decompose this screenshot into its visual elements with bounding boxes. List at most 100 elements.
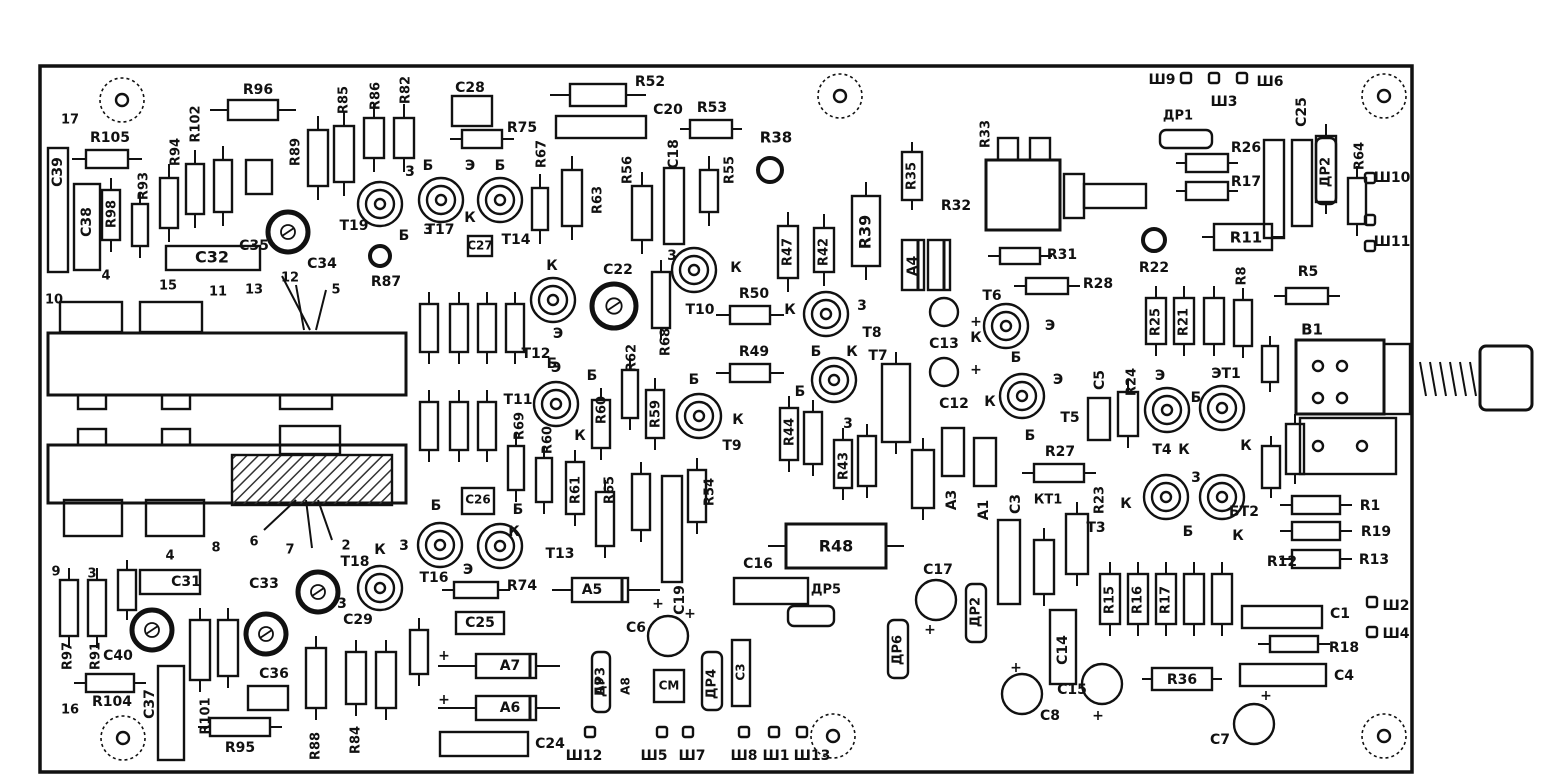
resistor-r101 bbox=[188, 618, 212, 682]
connector-pad bbox=[1363, 171, 1377, 185]
resistor-r6 bbox=[1182, 572, 1206, 626]
switch-contact bbox=[1311, 439, 1325, 453]
resistor-label-r16: R16 bbox=[1131, 586, 1146, 614]
diode-label-a7: A7 bbox=[500, 658, 521, 674]
pin-label: Б bbox=[431, 498, 442, 514]
resistor-r56 bbox=[630, 184, 654, 242]
resistor-label-r55: R55 bbox=[723, 156, 738, 184]
label-c33: C33 bbox=[249, 576, 279, 592]
hatched-block bbox=[230, 453, 394, 507]
resistor-r50 bbox=[728, 304, 772, 326]
potentiometer-bushing bbox=[1062, 172, 1086, 220]
connector-label-sh8: Ш8 bbox=[730, 748, 757, 764]
resistor-r40 bbox=[856, 434, 878, 488]
resistor-label-r56: R56 bbox=[621, 156, 636, 184]
resistor-r105 bbox=[84, 148, 130, 170]
pin-label: 17 bbox=[61, 113, 79, 128]
label-c29: C29 bbox=[343, 612, 373, 628]
capacitor-c39 bbox=[46, 146, 70, 274]
capacitor-label-c32: C32 bbox=[195, 248, 229, 267]
capacitor-label-c1: C1 bbox=[1330, 606, 1350, 622]
resistor-r62 bbox=[620, 368, 640, 420]
capacitor-label-c16: C16 bbox=[743, 556, 773, 572]
pin-label: 3 bbox=[667, 248, 677, 264]
resistor-label-r19: R19 bbox=[1361, 524, 1391, 540]
trimmer-r38 bbox=[756, 156, 784, 184]
connector-pad bbox=[1365, 595, 1379, 609]
pin-label: К bbox=[1240, 438, 1252, 454]
transistor-ring bbox=[484, 184, 516, 216]
transistor-ring bbox=[678, 254, 710, 286]
resistor-label-r59: R59 bbox=[649, 400, 664, 428]
resistor-r45 bbox=[1032, 538, 1056, 596]
resistor-r60 bbox=[534, 456, 554, 504]
transistor-pad bbox=[819, 307, 833, 321]
resistor-r74 bbox=[452, 580, 500, 600]
diode-label-a6: A6 bbox=[500, 700, 521, 716]
capacitor-label-c3: C3 bbox=[734, 663, 748, 680]
electrolytic-c17 bbox=[914, 578, 958, 622]
resistor-r61 bbox=[564, 460, 586, 516]
resistor-r69 bbox=[506, 444, 526, 492]
mounting-hole-center bbox=[114, 92, 130, 108]
resistor-r16 bbox=[1126, 572, 1150, 626]
coil-can bbox=[144, 498, 206, 538]
module-lead bbox=[317, 499, 333, 541]
pin-label: К bbox=[464, 210, 476, 226]
pin-label: 12 bbox=[281, 271, 299, 286]
pin-label: Б bbox=[1191, 390, 1202, 406]
resistor-r48 bbox=[784, 522, 888, 570]
pin-label: Б bbox=[513, 502, 524, 518]
resistor-label-r98: R98 bbox=[105, 200, 120, 228]
label-a1: A1 bbox=[976, 500, 992, 521]
resistor-r79 bbox=[418, 302, 440, 354]
pin-label: К bbox=[970, 330, 982, 346]
transistor-label-t17: T17 bbox=[425, 222, 454, 238]
switch-b2-body bbox=[1298, 416, 1398, 476]
capacitor-label-c6: C6 bbox=[626, 620, 646, 636]
resistor-r85 bbox=[332, 124, 356, 184]
resistor-label-r8: R8 bbox=[1235, 266, 1250, 285]
transistor-t18 bbox=[356, 564, 404, 612]
resistor-label-r94: R94 bbox=[169, 138, 184, 166]
resistor-r29 bbox=[910, 448, 936, 510]
transistor-pad bbox=[433, 538, 447, 552]
pin-label: Э bbox=[551, 360, 561, 376]
resistor-r52 bbox=[568, 82, 628, 108]
transistor-label-t8: T8 bbox=[862, 325, 881, 341]
choke-label-dr4: ДР4 bbox=[705, 669, 720, 699]
resistor-r97 bbox=[58, 578, 80, 638]
transformer-body bbox=[76, 427, 108, 447]
connector-label-sh12: Ш12 bbox=[566, 748, 603, 764]
transistor-pad bbox=[373, 197, 387, 211]
trimmer-slot bbox=[145, 625, 159, 635]
pin-label: 3 bbox=[337, 596, 347, 612]
resistor-label-r50: R50 bbox=[739, 286, 770, 302]
transistor-t16 bbox=[416, 521, 464, 569]
resistor-r98 bbox=[100, 188, 122, 242]
transistor-pad bbox=[493, 539, 507, 553]
mounting-hole-circle-dot-icon bbox=[810, 713, 856, 759]
transistor-t19 bbox=[356, 180, 404, 228]
resistor-label-r96: R96 bbox=[243, 82, 273, 98]
pin-label: Б bbox=[1011, 350, 1022, 366]
resistor-label-r53: R53 bbox=[697, 100, 727, 116]
diode-label-a5: A5 bbox=[582, 582, 603, 598]
capacitor-c18 bbox=[662, 166, 686, 246]
resistor-label-r91: R91 bbox=[89, 642, 104, 670]
transistor-ring bbox=[424, 529, 456, 561]
resistor-label-r75: R75 bbox=[507, 120, 537, 136]
connector-pad bbox=[767, 725, 781, 739]
capacitor-c25 bbox=[454, 610, 506, 636]
trimmer-screw bbox=[144, 622, 160, 638]
transistor-pad bbox=[546, 293, 560, 307]
connector-pad bbox=[1363, 213, 1377, 227]
transistor-ring bbox=[540, 388, 572, 420]
label-r87: R87 bbox=[371, 274, 401, 290]
resistor-label-r17: R17 bbox=[1231, 174, 1261, 190]
transformer-body bbox=[160, 427, 192, 447]
resistor-label-r54: R54 bbox=[703, 478, 718, 506]
choke-label-dr2: ДР2 bbox=[969, 597, 984, 627]
capacitor-a1x bbox=[972, 436, 998, 488]
pin-label: Э bbox=[465, 158, 475, 174]
